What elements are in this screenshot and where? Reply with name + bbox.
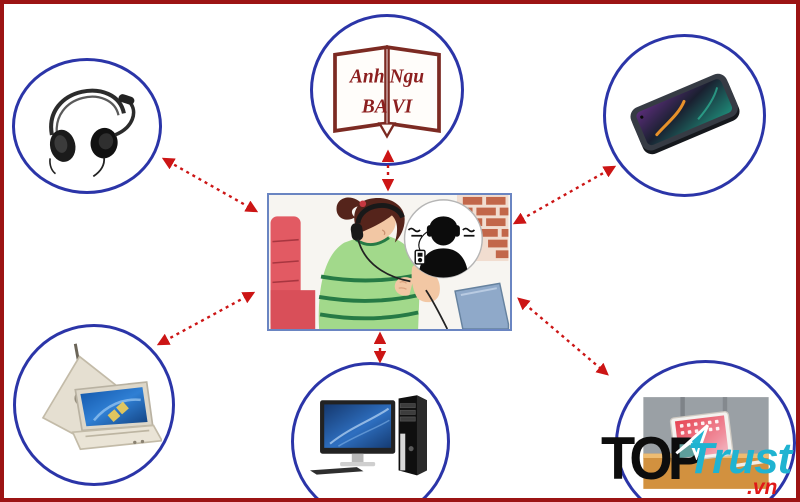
desk-laptop-detail: [454, 282, 510, 329]
connector-arrow-center-headset: [161, 157, 259, 213]
headset-icon: [49, 88, 136, 178]
book-text-line1: Anh Ngu: [348, 67, 424, 88]
connector-arrow-center-laptop: [156, 291, 256, 346]
toptrust-logo: TOP Trust .vn: [601, 424, 796, 499]
logo-text-vn: .vn: [747, 476, 778, 499]
couch-detail: [270, 216, 316, 329]
listening-girl-illustration: [270, 195, 510, 329]
girl-figure: [318, 197, 449, 329]
logo-text-top: TOP: [601, 424, 705, 493]
connector-arrow-center-smartphone: [512, 165, 617, 225]
connector-arrow-center-tablet: [517, 297, 609, 376]
desktop-computer-icon: [309, 394, 427, 475]
logo-cursor-icon: [675, 424, 709, 460]
node-circle-desktop: [291, 362, 450, 498]
node-circle-smartphone: [603, 34, 766, 197]
connector-layer: [156, 149, 617, 376]
laptop-icon: [41, 343, 162, 451]
logo-text-trust: Trust: [687, 434, 792, 483]
node-circle-headset: [12, 58, 162, 194]
center-illustration: [267, 193, 512, 331]
smartphone-icon: [629, 73, 740, 154]
listening-inset: [403, 199, 483, 279]
node-circle-laptop: [13, 324, 175, 486]
book-text-line2: BA VI: [361, 96, 414, 117]
open-book-icon: Anh Ngu BA VI: [333, 45, 441, 139]
tablet-icon: [642, 397, 769, 489]
